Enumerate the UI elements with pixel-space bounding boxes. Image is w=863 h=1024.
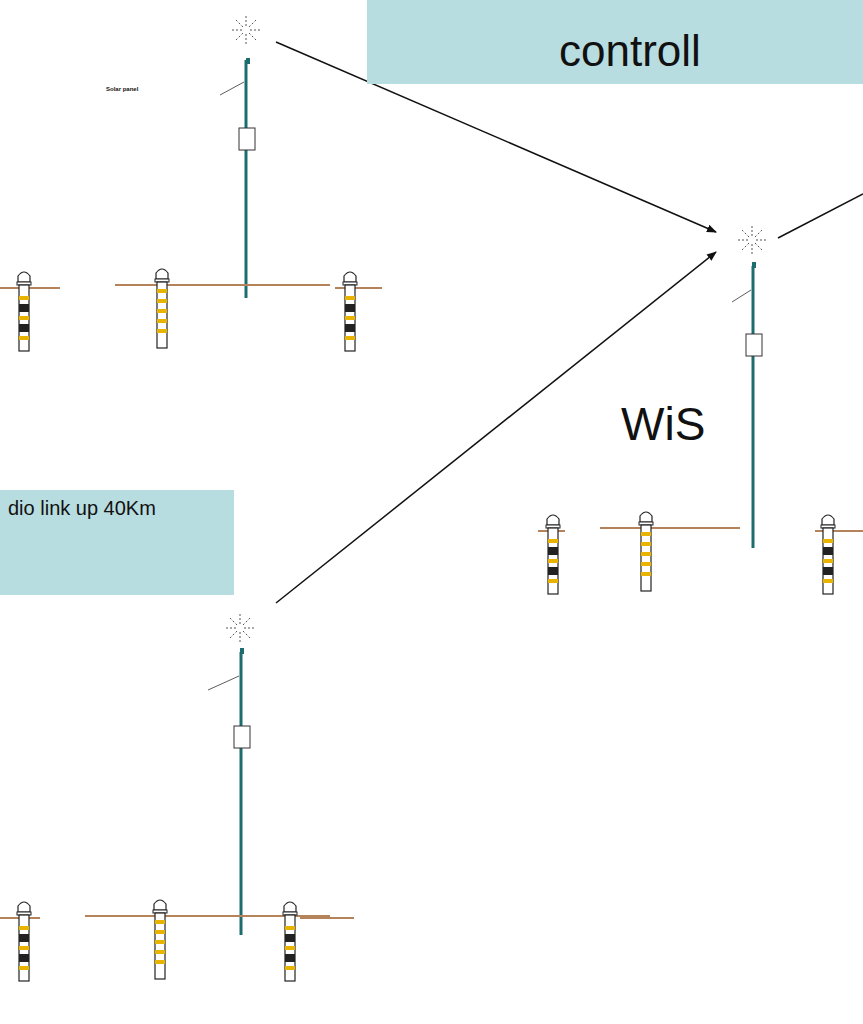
- callout-text: controll: [559, 25, 701, 78]
- system-name: WiS: [621, 398, 705, 451]
- callout-text: dio link up 40Km: [8, 496, 156, 520]
- callout-box: dio link up 40Km: [0, 490, 234, 595]
- part-label: Solar panel: [106, 86, 138, 93]
- callout-box: controll: [367, 0, 863, 84]
